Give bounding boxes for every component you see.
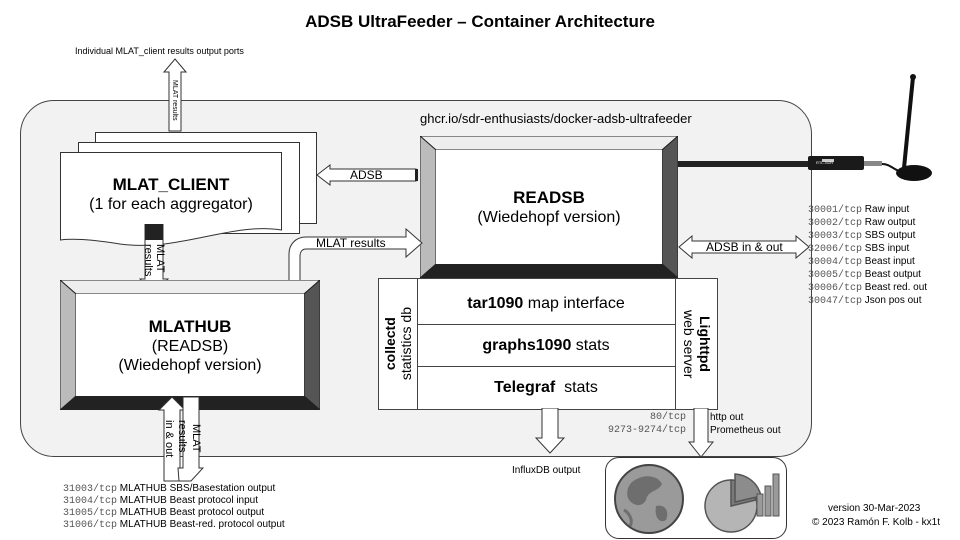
readsb-box: READSB (Wiedehopf version): [420, 136, 678, 278]
diagram-title: ADSB UltraFeeder – Container Architectur…: [305, 12, 655, 31]
mlathub-bevel: [60, 280, 320, 410]
telegraf-desc: stats: [564, 378, 598, 396]
mlathub-line3: (Wiedehopf version): [118, 356, 262, 374]
influxdb-output-arrow: [535, 408, 565, 454]
container-image-label: ghcr.io/sdr-enthusiasts/docker-adsb-ultr…: [420, 111, 692, 126]
collectd-name: collectd: [382, 317, 398, 371]
footer-version: version 30-Mar-2023: [828, 503, 921, 514]
adsb-in-out-arrow: [678, 235, 810, 259]
lighttpd-desc: web server: [681, 309, 697, 379]
web-port-desc: http out: [710, 412, 744, 423]
globe-icon: [614, 464, 684, 534]
mlat-client-output-label: Individual MLAT_client results output po…: [75, 46, 244, 56]
antenna-icon: [678, 74, 932, 181]
mlathub-io-arrow: [158, 396, 204, 482]
mlat-client-results-label: MLAT results: [171, 80, 178, 121]
port-row: 30003/tcp SBS output: [808, 230, 916, 242]
graphs1090-desc: stats: [575, 336, 610, 354]
mlat-results-flow-label: MLAT results: [316, 236, 386, 250]
tar1090-desc: map interface: [527, 294, 625, 312]
telegraf-row: Telegraf stats: [417, 367, 675, 408]
mlat-client-box: MLAT_CLIENT (1 for each aggregator): [60, 152, 282, 248]
port-row: 30004/tcp Beast input: [808, 256, 915, 268]
mlat-to-hub-label-2: results: [142, 244, 154, 277]
port-row: 32006/tcp SBS input: [808, 243, 910, 255]
mlathub-io-label-1: MLAT: [190, 424, 202, 453]
port-row: 30005/tcp Beast output: [808, 269, 921, 281]
port-row: 30006/tcp Beast red. out: [808, 282, 928, 294]
web-port-desc: Prometheus out: [710, 425, 781, 436]
adsb-in-out-label: ADSB in & out: [706, 240, 783, 254]
web-ports-numbers: 80/tcp 9273-9274/tcp: [600, 411, 686, 437]
lighttpd-name: Lighttpd: [697, 316, 713, 372]
graphs1090-name: graphs1090: [482, 336, 572, 354]
rtl-sdr-label: RTL-SDR: [816, 160, 834, 165]
mlathub-io-label-2: results: [176, 420, 188, 453]
port-row: 30001/tcp Raw input: [808, 204, 910, 216]
port-row: 31006/tcp MLATHUB Beast-red. protocol ou…: [63, 519, 285, 531]
mlathub-io-label-3: in & out: [163, 420, 175, 458]
mlat-client-output-arrow: [163, 58, 187, 132]
mlathub-line2: (READSB): [151, 337, 229, 355]
mlat-client-name: MLAT_CLIENT: [112, 175, 230, 194]
readsb-name: READSB: [513, 188, 585, 207]
tar1090-row: tar1090 map interface: [417, 283, 675, 325]
collectd-column: collectd statistics db: [379, 279, 418, 409]
pie-chart-icon: [704, 473, 762, 533]
lighttpd-column: Lighttpd web server: [675, 279, 718, 409]
mlat-results-to-readsb-arrow: [288, 227, 423, 281]
mlathub-name: MLATHUB: [148, 316, 232, 336]
readsb-bevel: [420, 136, 678, 278]
port-row: 31004/tcp MLATHUB Beast protocol input: [63, 495, 259, 507]
adsb-flow-label: ADSB: [350, 168, 383, 182]
web-ports-descriptions: http out Prometheus out: [710, 411, 781, 437]
mlat-client-subtitle: (1 for each aggregator): [89, 196, 253, 213]
bar-chart-icon: [756, 473, 780, 517]
web-port-number: 9273-9274/tcp: [607, 425, 686, 436]
tar1090-name: tar1090: [467, 294, 524, 312]
collectd-desc: statistics db: [398, 307, 414, 381]
web-output-arrow: [688, 408, 714, 458]
telegraf-name: Telegraf: [494, 378, 556, 396]
influxdb-output-label: InfluxDB output: [512, 465, 581, 476]
mlat-client-to-mlathub-arrow: [139, 224, 169, 295]
port-row: 30002/tcp Raw output: [808, 217, 916, 229]
port-row: 30047/tcp Json pos out: [808, 295, 922, 307]
web-port-number: 80/tcp: [649, 412, 686, 423]
readsb-subtitle: (Wiedehopf version): [477, 209, 621, 226]
adsb-to-mlat-client-arrow: [316, 164, 418, 186]
services-panel: collectd statistics db Lighttpd web serv…: [378, 278, 718, 410]
mlathub-box: MLATHUB (READSB) (Wiedehopf version): [60, 280, 320, 410]
port-row: 31005/tcp MLATHUB Beast protocol output: [63, 507, 265, 519]
graphs1090-row: graphs1090 stats: [417, 325, 675, 367]
footer-copyright: © 2023 Ramón F. Kolb - kx1t: [812, 517, 940, 528]
port-row: 31003/tcp MLATHUB SBS/Basestation output: [63, 483, 276, 495]
mlat-to-hub-label-1: MLAT: [154, 244, 166, 273]
visualization-panel: [605, 457, 787, 539]
